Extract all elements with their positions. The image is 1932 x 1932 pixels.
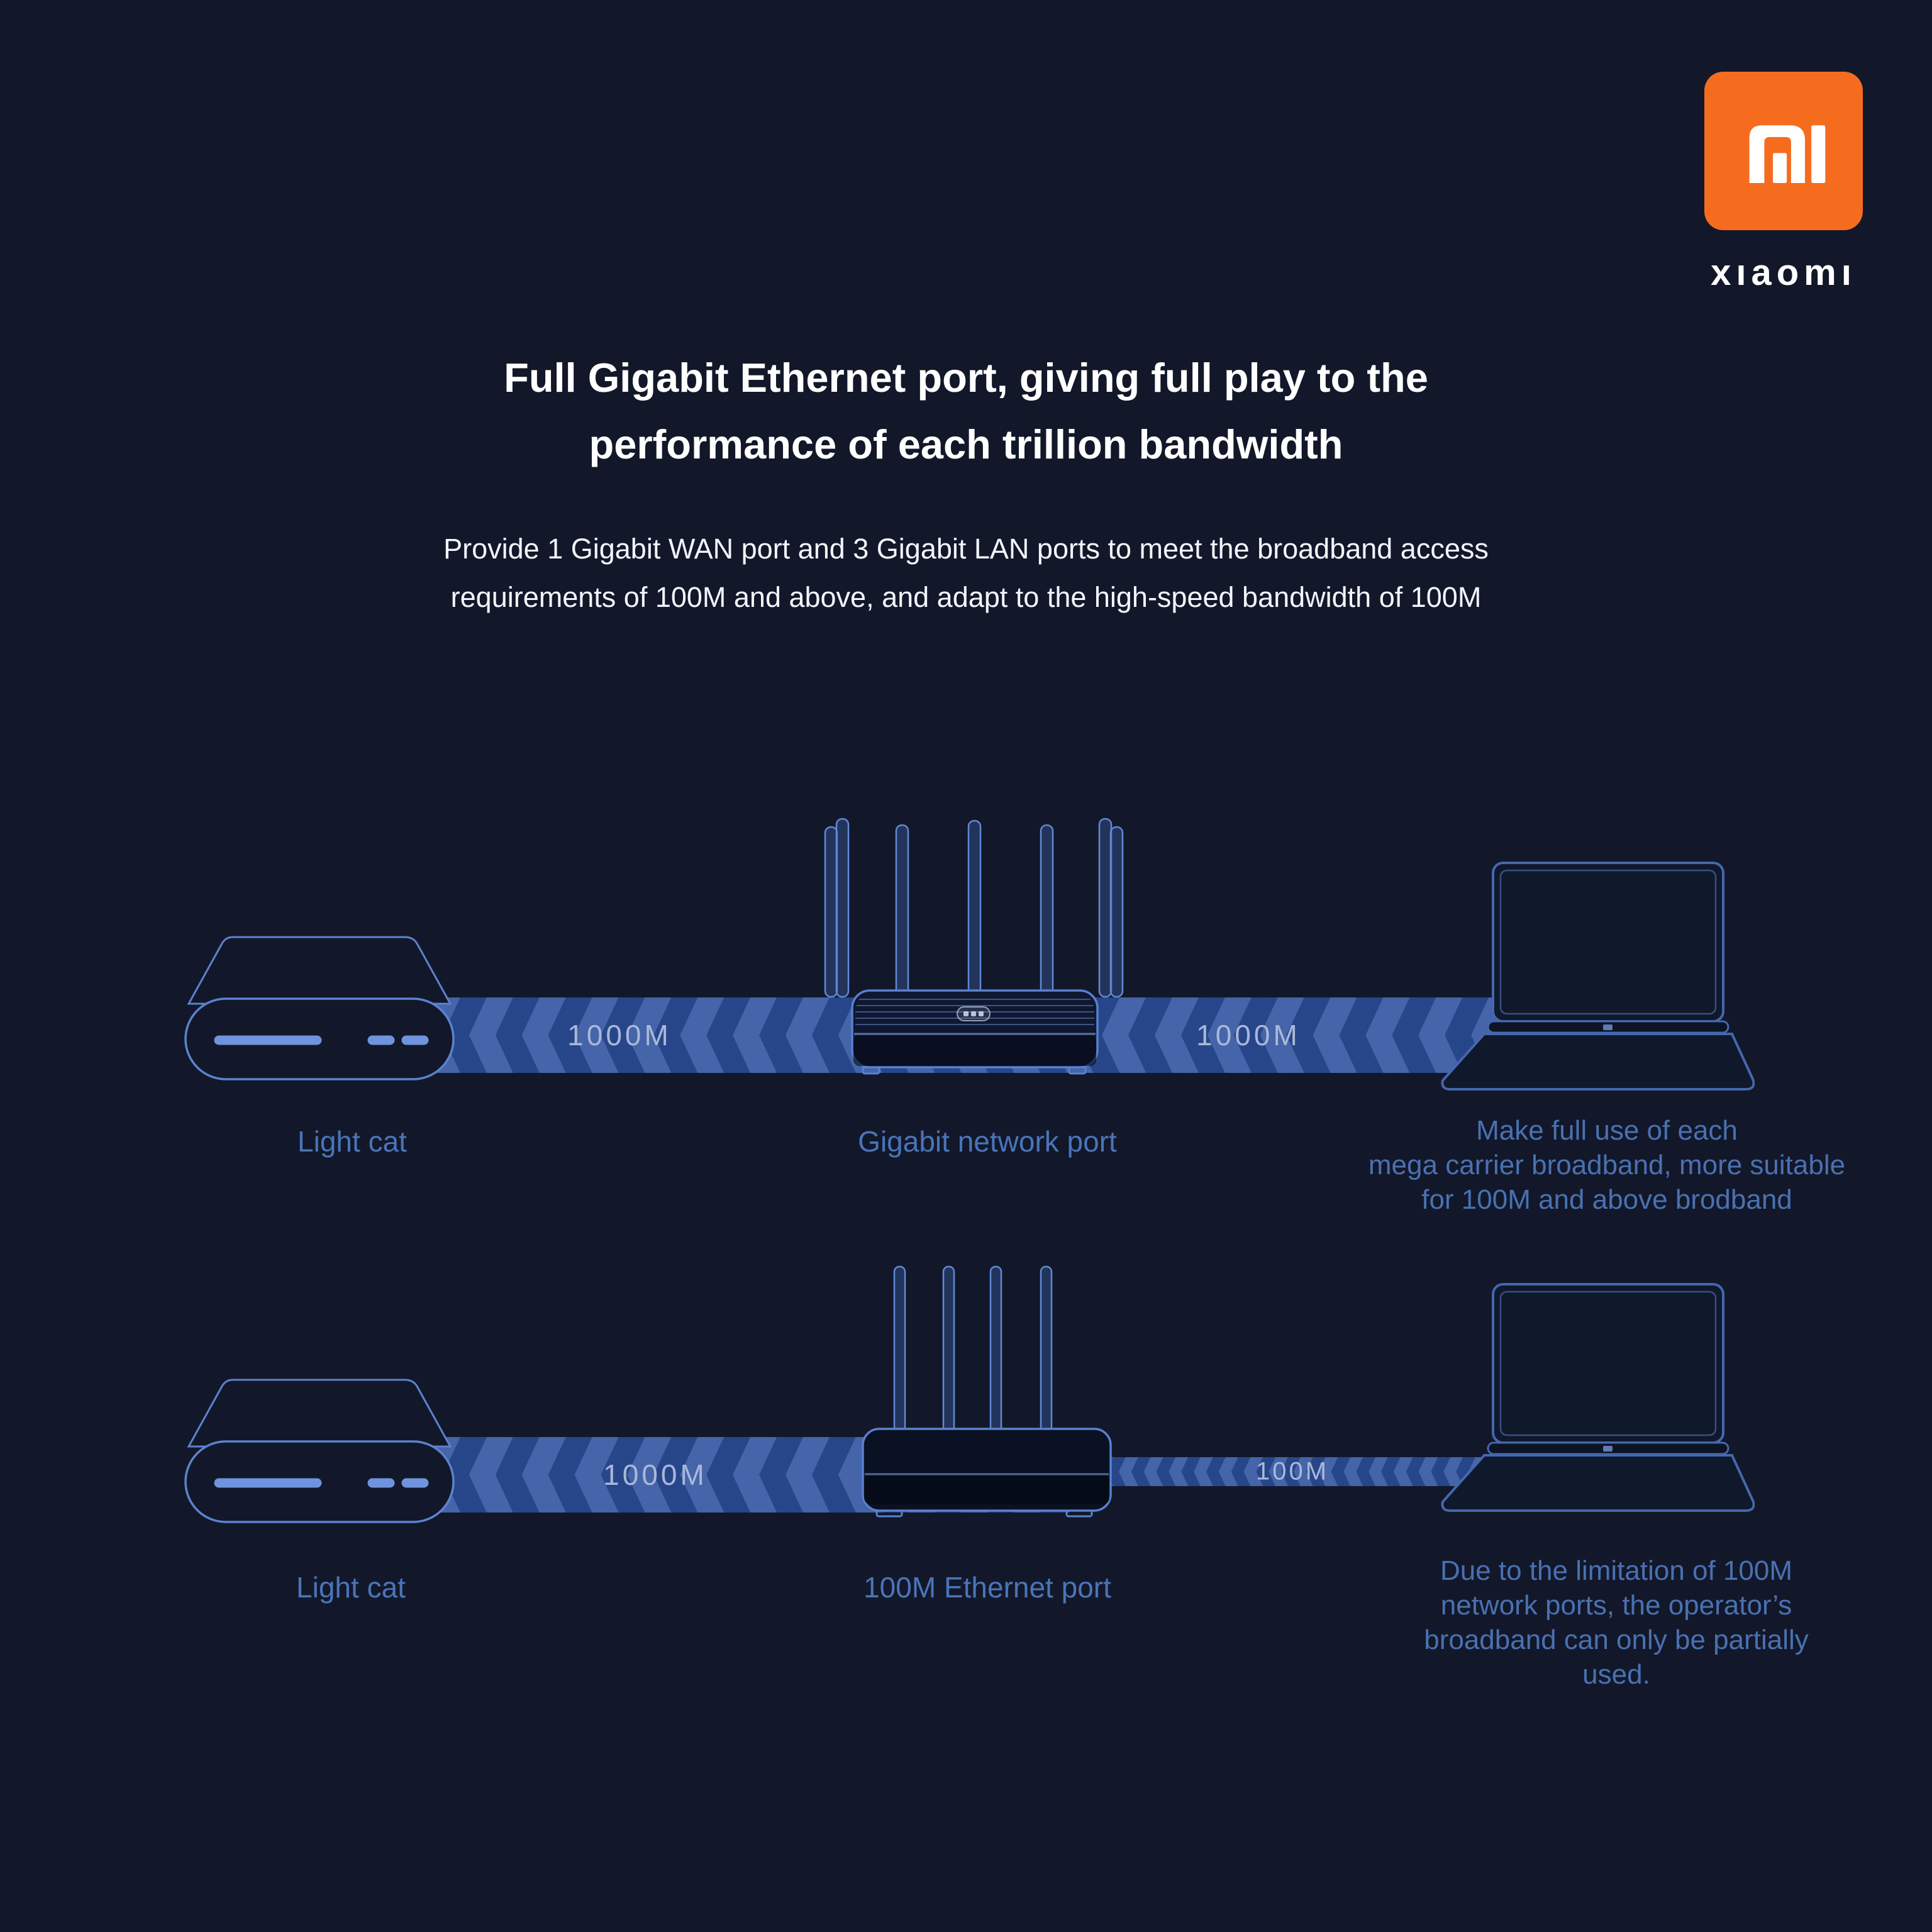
row2-bandwidth-ribbon-right <box>1101 1457 1522 1486</box>
row2-caption-line3: broadband can only be partially <box>1424 1624 1809 1655</box>
mi-logo-icon <box>1749 125 1826 183</box>
row2-caption: Due to the limitation of 100M network po… <box>1424 1553 1809 1692</box>
row1-band-left-label: 1000M <box>567 1019 672 1052</box>
title-line-2: performance of each trillion bandwidth <box>589 421 1343 467</box>
mi-logo-badge <box>1704 72 1863 230</box>
row2-router-label: 100M Ethernet port <box>863 1571 1111 1604</box>
subtitle-line-2: requirements of 100M and above, and adap… <box>450 581 1482 613</box>
modem-icon <box>184 1379 455 1523</box>
row2-caption-line2: network ports, the operator’s <box>1440 1590 1792 1621</box>
row1-caption-line1: Make full use of each <box>1476 1115 1738 1146</box>
laptop-logo-dot <box>1603 1024 1613 1030</box>
subtitle-line-1: Provide 1 Gigabit WAN port and 3 Gigabit… <box>443 533 1489 565</box>
row2-band-right-label: 100M <box>1255 1457 1330 1485</box>
router-feet <box>862 1066 1087 1075</box>
row2-caption-line1: Due to the limitation of 100M <box>1440 1555 1793 1586</box>
row1-caption-line2: mega carrier broadband, more suitable <box>1368 1150 1846 1180</box>
router-brand-plate <box>957 1006 991 1021</box>
xiaomi-wordmark: xıaomı <box>1711 252 1857 293</box>
row1-router-label: Gigabit network port <box>858 1125 1117 1158</box>
page-title: Full Gigabit Ethernet port, giving full … <box>0 345 1932 478</box>
laptop-icon <box>1441 1283 1755 1512</box>
row1-modem-label: Light cat <box>297 1125 407 1158</box>
row1-caption-line3: for 100M and above brodband <box>1421 1184 1792 1215</box>
row2-modem-label: Light cat <box>296 1571 406 1604</box>
laptop-logo-dot <box>1603 1446 1613 1452</box>
gigabit-router-icon <box>824 818 1124 1075</box>
laptop-base <box>1441 1454 1755 1512</box>
laptop-base <box>1441 1033 1755 1091</box>
page-subtitle: Provide 1 Gigabit WAN port and 3 Gigabit… <box>0 525 1932 621</box>
router-antennas <box>893 1265 1053 1434</box>
row2-caption-line4: used. <box>1582 1659 1650 1690</box>
modem-icon <box>184 936 455 1080</box>
row2-band-left-label: 1000M <box>603 1458 708 1491</box>
router-antennas <box>824 818 1124 998</box>
fast-ethernet-router-icon <box>862 1265 1112 1518</box>
row1-band-right-label: 1000M <box>1196 1019 1301 1052</box>
router-feet <box>875 1509 1093 1518</box>
laptop-icon <box>1441 862 1755 1091</box>
title-line-1: Full Gigabit Ethernet port, giving full … <box>504 355 1428 401</box>
row1-caption: Make full use of each mega carrier broad… <box>1368 1113 1845 1217</box>
